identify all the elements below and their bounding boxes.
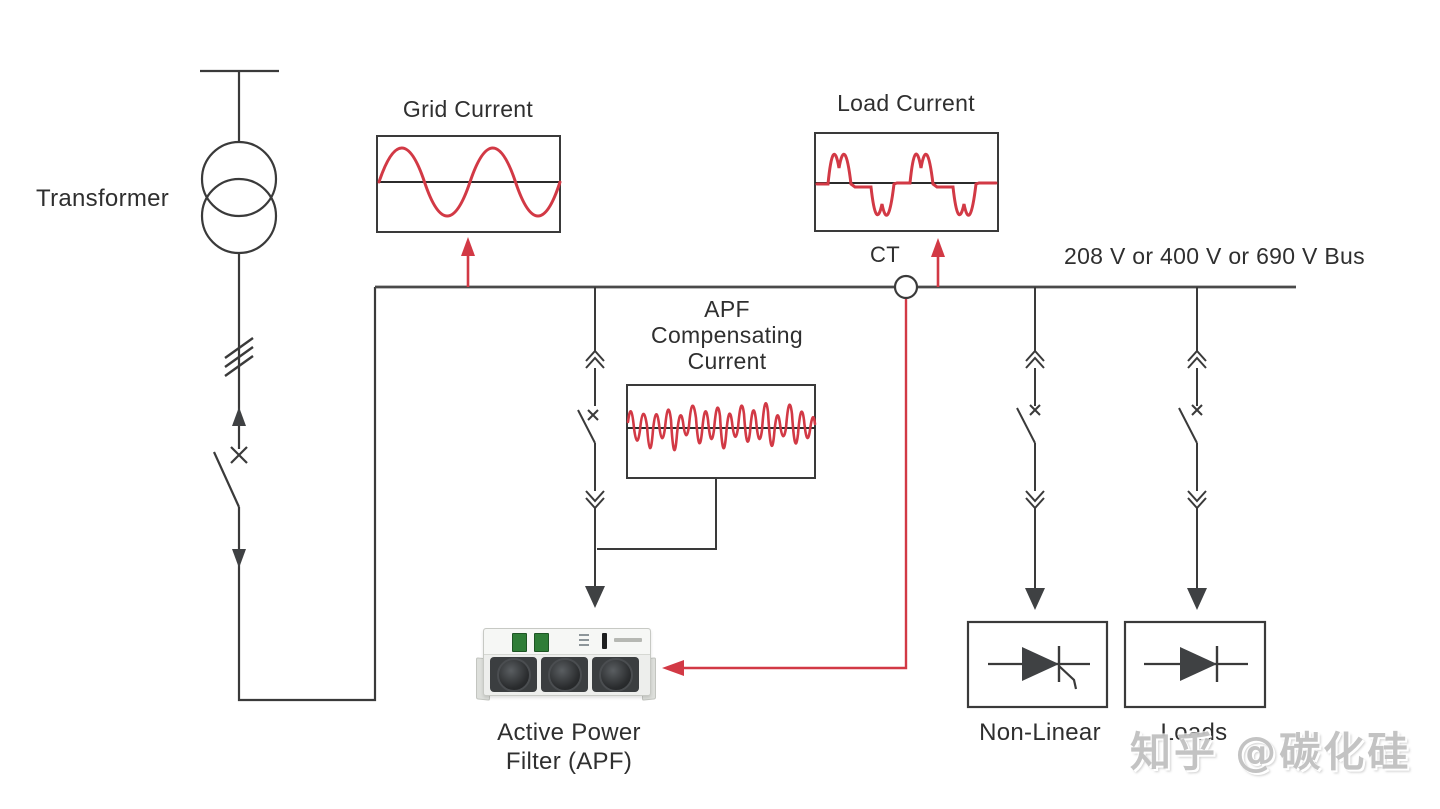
bus-voltage-label: 208 V or 400 V or 690 V Bus: [1064, 243, 1365, 269]
thyristor-icon: [966, 620, 1109, 709]
ct-feedback-line: [662, 298, 908, 676]
non-linear-branch-line: [1016, 287, 1045, 588]
apf-device-label-line1: Active Power: [497, 719, 641, 746]
apf-device-top-panel: [484, 629, 650, 655]
apf-device-label-line2: Filter (APF): [505, 748, 633, 775]
terminal-block-icon: [512, 633, 527, 652]
apf-compensating-label-line1: APF: [704, 296, 750, 322]
transformer-label: Transformer: [36, 185, 170, 212]
zhihu-watermark: 知乎 @碳化硅: [1130, 728, 1412, 776]
loads-arrow-icon: [1187, 588, 1207, 610]
loads-label: Loads: [1160, 719, 1228, 746]
apf-branch-arrow-icon: [585, 586, 605, 608]
grid-current-waveform: [376, 135, 562, 287]
ct-circle-icon: [893, 274, 919, 300]
brand-logo-icon: [614, 638, 642, 642]
transformer-symbol: [200, 69, 279, 255]
apf-compensating-waveform: [597, 384, 817, 550]
apf-branch-line: [577, 287, 605, 586]
diode-icon: [1123, 620, 1267, 709]
feeder-breaker-icon: [212, 446, 248, 508]
ct-label: CT: [870, 242, 900, 267]
load-current-waveform: [814, 132, 999, 287]
fan-icon: [541, 657, 588, 692]
fan-icon: [592, 657, 639, 692]
apf-device-chassis: [483, 628, 651, 696]
terminal-block-icon: [534, 633, 549, 652]
non-linear-label: Non-Linear: [979, 719, 1101, 746]
grid-feeder-line: [237, 253, 377, 702]
load-current-label: Load Current: [837, 90, 975, 116]
device-slot-icon: [602, 633, 607, 649]
apf-device-image: [476, 628, 656, 701]
non-linear-arrow-icon: [1025, 588, 1045, 610]
fan-icon: [490, 657, 537, 692]
apf-device-label: Active Power Filter (APF): [497, 718, 641, 776]
loads-branch-line: [1178, 287, 1207, 588]
feeder-slash-marks-icon: [224, 337, 254, 377]
grid-current-label: Grid Current: [402, 96, 534, 122]
apf-compensating-label-line3: Current: [687, 348, 767, 374]
feeder-down-arrow-icon: [232, 549, 246, 568]
apf-compensating-label: APF Compensating Current: [651, 296, 803, 374]
apf-device-fan-row: [484, 655, 650, 692]
feeder-up-arrow-icon: [232, 407, 246, 426]
indicator-leds-icon: [579, 634, 589, 636]
apf-compensating-label-line2: Compensating: [651, 322, 803, 348]
